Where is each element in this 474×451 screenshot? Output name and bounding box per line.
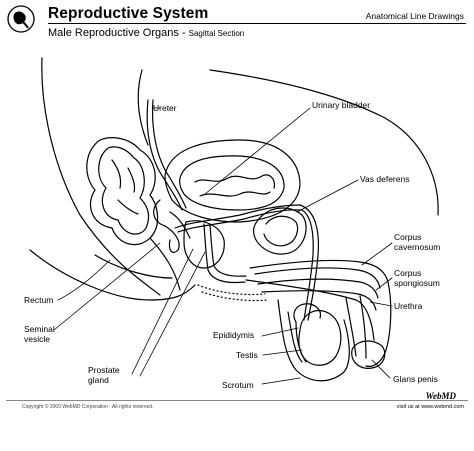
label-ureter: Ureter bbox=[153, 103, 177, 113]
label-urinary-bladder: Urinary bladder bbox=[312, 100, 371, 110]
label-corpus-spongiosum-line-1: Corpus bbox=[394, 268, 422, 278]
prostate bbox=[183, 220, 225, 269]
gluteal-contour bbox=[29, 249, 196, 301]
label-prostate-gland: Prostate gland bbox=[88, 365, 120, 385]
bladder-mucosa bbox=[194, 174, 275, 197]
label-prostate-gland-line-1: Prostate bbox=[88, 365, 120, 375]
label-urethra: Urethra bbox=[394, 301, 423, 311]
vas-deferens-2 bbox=[177, 209, 314, 321]
label-vas-deferens: Vas deferens bbox=[360, 174, 410, 184]
penis-top bbox=[249, 259, 389, 283]
body-front-contour bbox=[137, 69, 149, 146]
label-corpus-cavernosum-line-2: cavernosum bbox=[394, 242, 441, 252]
label-seminal-vesicle: Seminal vesicle bbox=[24, 324, 55, 344]
urethra-prostatic-2 bbox=[209, 223, 247, 277]
series-name: Anatomical Line Drawings bbox=[365, 11, 464, 21]
anatomy-icon bbox=[7, 5, 35, 33]
gluteal-fold bbox=[94, 254, 173, 279]
footer-url: visit us at www.webmd.com bbox=[396, 404, 464, 410]
perineum-dots bbox=[197, 284, 269, 302]
seminal-vesicle-shape bbox=[153, 199, 180, 253]
rectum-folds bbox=[111, 159, 139, 215]
copyright-text: Copyright © 2000 WebMD Corporation - All… bbox=[22, 404, 154, 410]
label-rectum: Rectum bbox=[24, 295, 54, 305]
vas-deferens bbox=[174, 204, 320, 321]
abdomen-contour bbox=[209, 69, 439, 216]
scrotum-inner bbox=[287, 311, 303, 363]
label-corpus-cavernosum: Corpus cavernosum bbox=[394, 232, 440, 252]
pubic-bone-inner bbox=[263, 215, 299, 247]
label-epididymis: Epididymis bbox=[213, 330, 255, 340]
rectum bbox=[86, 137, 159, 246]
label-seminal-vesicle-line-2: vesicle bbox=[24, 334, 50, 344]
glans bbox=[351, 340, 386, 369]
testis bbox=[298, 309, 342, 366]
label-glans-penis: Glans penis bbox=[393, 374, 438, 384]
label-corpus-cavernosum-line-1: Corpus bbox=[394, 232, 422, 242]
scrotum bbox=[277, 299, 350, 382]
corpus-cavernosum-upper bbox=[254, 267, 381, 289]
pubic-bone bbox=[252, 207, 307, 255]
penis-shaft-inner bbox=[345, 297, 357, 357]
footer-divider bbox=[6, 400, 468, 401]
rectum-inner bbox=[98, 146, 150, 235]
urethra-prostatic bbox=[203, 223, 246, 284]
ureter-2 bbox=[152, 99, 187, 209]
subtitle-main: Male Reproductive Organs - bbox=[48, 27, 186, 39]
label-testis: Testis bbox=[236, 350, 258, 360]
epididymis bbox=[293, 303, 322, 363]
label-scrotum: Scrotum bbox=[222, 380, 254, 390]
page-subtitle: Male Reproductive Organs - Sagittal Sect… bbox=[48, 27, 244, 39]
penis-shaft-inner-2 bbox=[359, 295, 367, 359]
label-seminal-vesicle-line-1: Seminal bbox=[24, 324, 55, 334]
label-corpus-spongiosum: Corpus spongiosum bbox=[394, 268, 440, 288]
anal-canal bbox=[149, 237, 181, 291]
seminal-vesicle-2 bbox=[169, 211, 191, 239]
body-back-contour bbox=[41, 57, 161, 296]
header-divider bbox=[48, 23, 466, 24]
subtitle-sub: Sagittal Section bbox=[188, 29, 245, 38]
page-title: Reproductive System bbox=[48, 5, 209, 22]
penis-shaft-front bbox=[365, 281, 392, 367]
label-corpus-spongiosum-line-2: spongiosum bbox=[394, 278, 440, 288]
corpus-cavernosum-lower bbox=[257, 278, 379, 299]
urethra-penile bbox=[245, 279, 375, 341]
leader-lines bbox=[53, 107, 393, 385]
webmd-logo: WebMD bbox=[425, 391, 456, 401]
label-prostate-gland-line-2: gland bbox=[88, 375, 109, 385]
bladder-inner bbox=[179, 155, 285, 211]
